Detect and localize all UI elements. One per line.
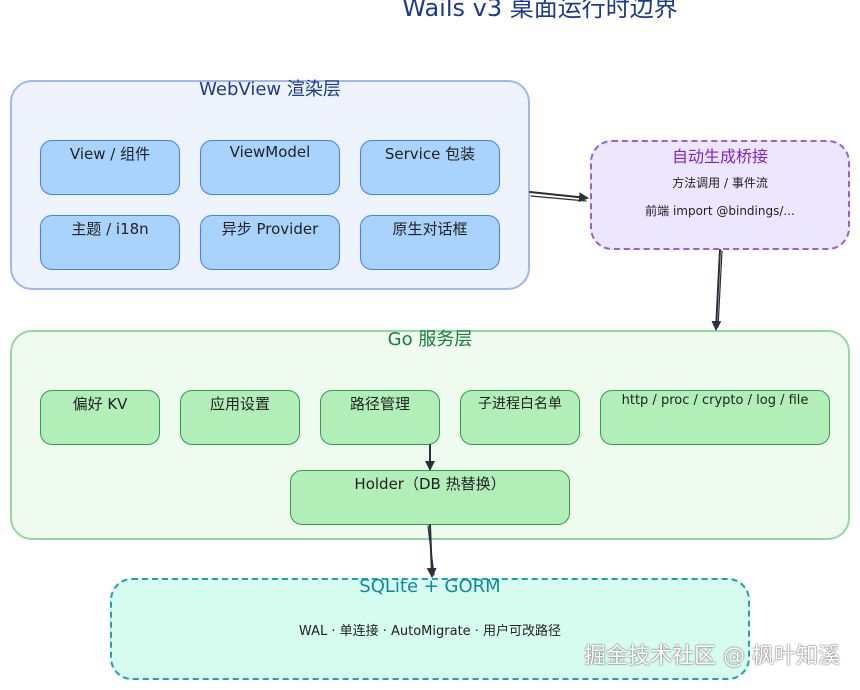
go-item-prefs-kv: 偏好 KV <box>40 390 160 445</box>
webview-layer-title: WebView 渲染层 <box>199 79 341 100</box>
webview-item-theme-i18n: 主题 / i18n <box>40 215 180 270</box>
go-item-path-manager: 路径管理 <box>320 390 440 445</box>
webview-item-service-wrapper: Service 包装 <box>360 140 500 195</box>
webview-item-viewmodel: ViewModel <box>200 140 340 195</box>
webview-item-async-provider: 异步 Provider <box>200 215 340 270</box>
go-item-app-settings: 应用设置 <box>180 390 300 445</box>
bridge-panel: 自动生成桥接 方法调用 / 事件流 前端 import @bindings/..… <box>590 140 850 250</box>
bridge-line-1: 方法调用 / 事件流 <box>672 176 768 190</box>
go-item-utilities: http / proc / crypto / log / file <box>600 390 830 445</box>
database-title: SQLite + GORM <box>359 576 501 597</box>
watermark: 掘金技术社区 @ 枫叶知溪 <box>584 644 840 669</box>
diagram-title: Wails v3 桌面运行时边界 <box>402 0 678 22</box>
go-item-subprocess-allowlist: 子进程白名单 <box>460 390 580 445</box>
bridge-line-2: 前端 import @bindings/... <box>645 204 795 218</box>
arrow-bridge-to-go <box>711 249 722 331</box>
go-holder-db-hotswap: Holder（DB 热替换） <box>290 470 570 525</box>
database-panel: SQLite + GORM WAL · 单连接 · AutoMigrate · … <box>110 576 750 680</box>
bridge-title: 自动生成桥接 <box>671 147 768 166</box>
go-layer-title: Go 服务层 <box>387 329 473 350</box>
arrow-webview-to-bridge <box>529 191 589 203</box>
webview-item-view-component: View / 组件 <box>40 140 180 195</box>
database-subtitle: WAL · 单连接 · AutoMigrate · 用户可改路径 <box>298 624 562 639</box>
webview-item-native-dialog: 原生对话框 <box>360 215 500 270</box>
